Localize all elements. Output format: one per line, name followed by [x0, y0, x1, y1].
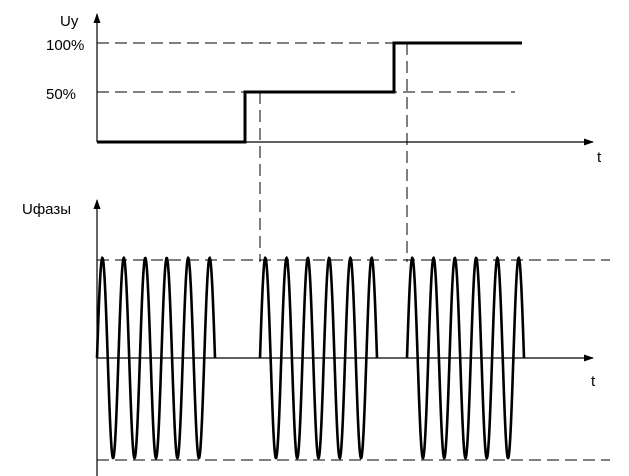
top-x-axis-label: t — [597, 149, 602, 166]
phase-voltage-waves — [95, 255, 526, 461]
top-plot: Uy t 100% 50% — [46, 13, 602, 166]
bottom-plot: Uфазы t — [22, 199, 610, 476]
bottom-y-axis-label: Uфазы — [22, 201, 71, 218]
phase-wave-segment-2 — [258, 255, 379, 461]
bottom-x-axis-label: t — [591, 373, 596, 390]
control-signal-step — [97, 41, 522, 144]
tick-label-50: 50% — [46, 86, 76, 103]
phase-wave-segment-3 — [405, 255, 526, 461]
phase-wave-segment-1 — [95, 255, 217, 461]
tick-label-100: 100% — [46, 37, 84, 54]
top-y-axis-label: Uy — [60, 13, 79, 30]
